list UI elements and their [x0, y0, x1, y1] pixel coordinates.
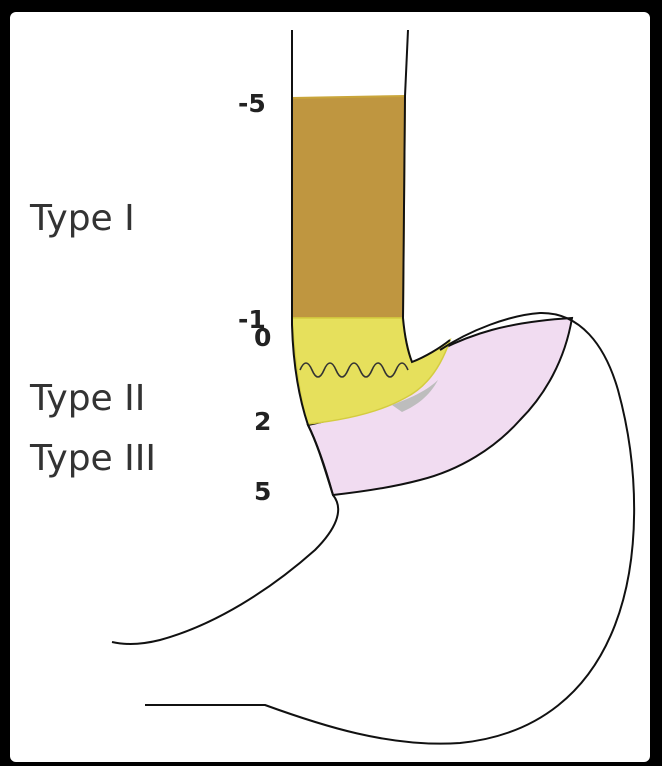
- marker-plus-2: 2: [254, 407, 271, 436]
- type-3-label: Type III: [29, 438, 156, 479]
- marker-minus-5: -5: [238, 89, 266, 118]
- type-2-label: Type II: [29, 378, 145, 419]
- marker-zero: 0: [254, 323, 271, 352]
- type-1-label: Type I: [29, 198, 135, 239]
- type-1-region: [292, 96, 405, 318]
- marker-plus-5: 5: [254, 477, 271, 506]
